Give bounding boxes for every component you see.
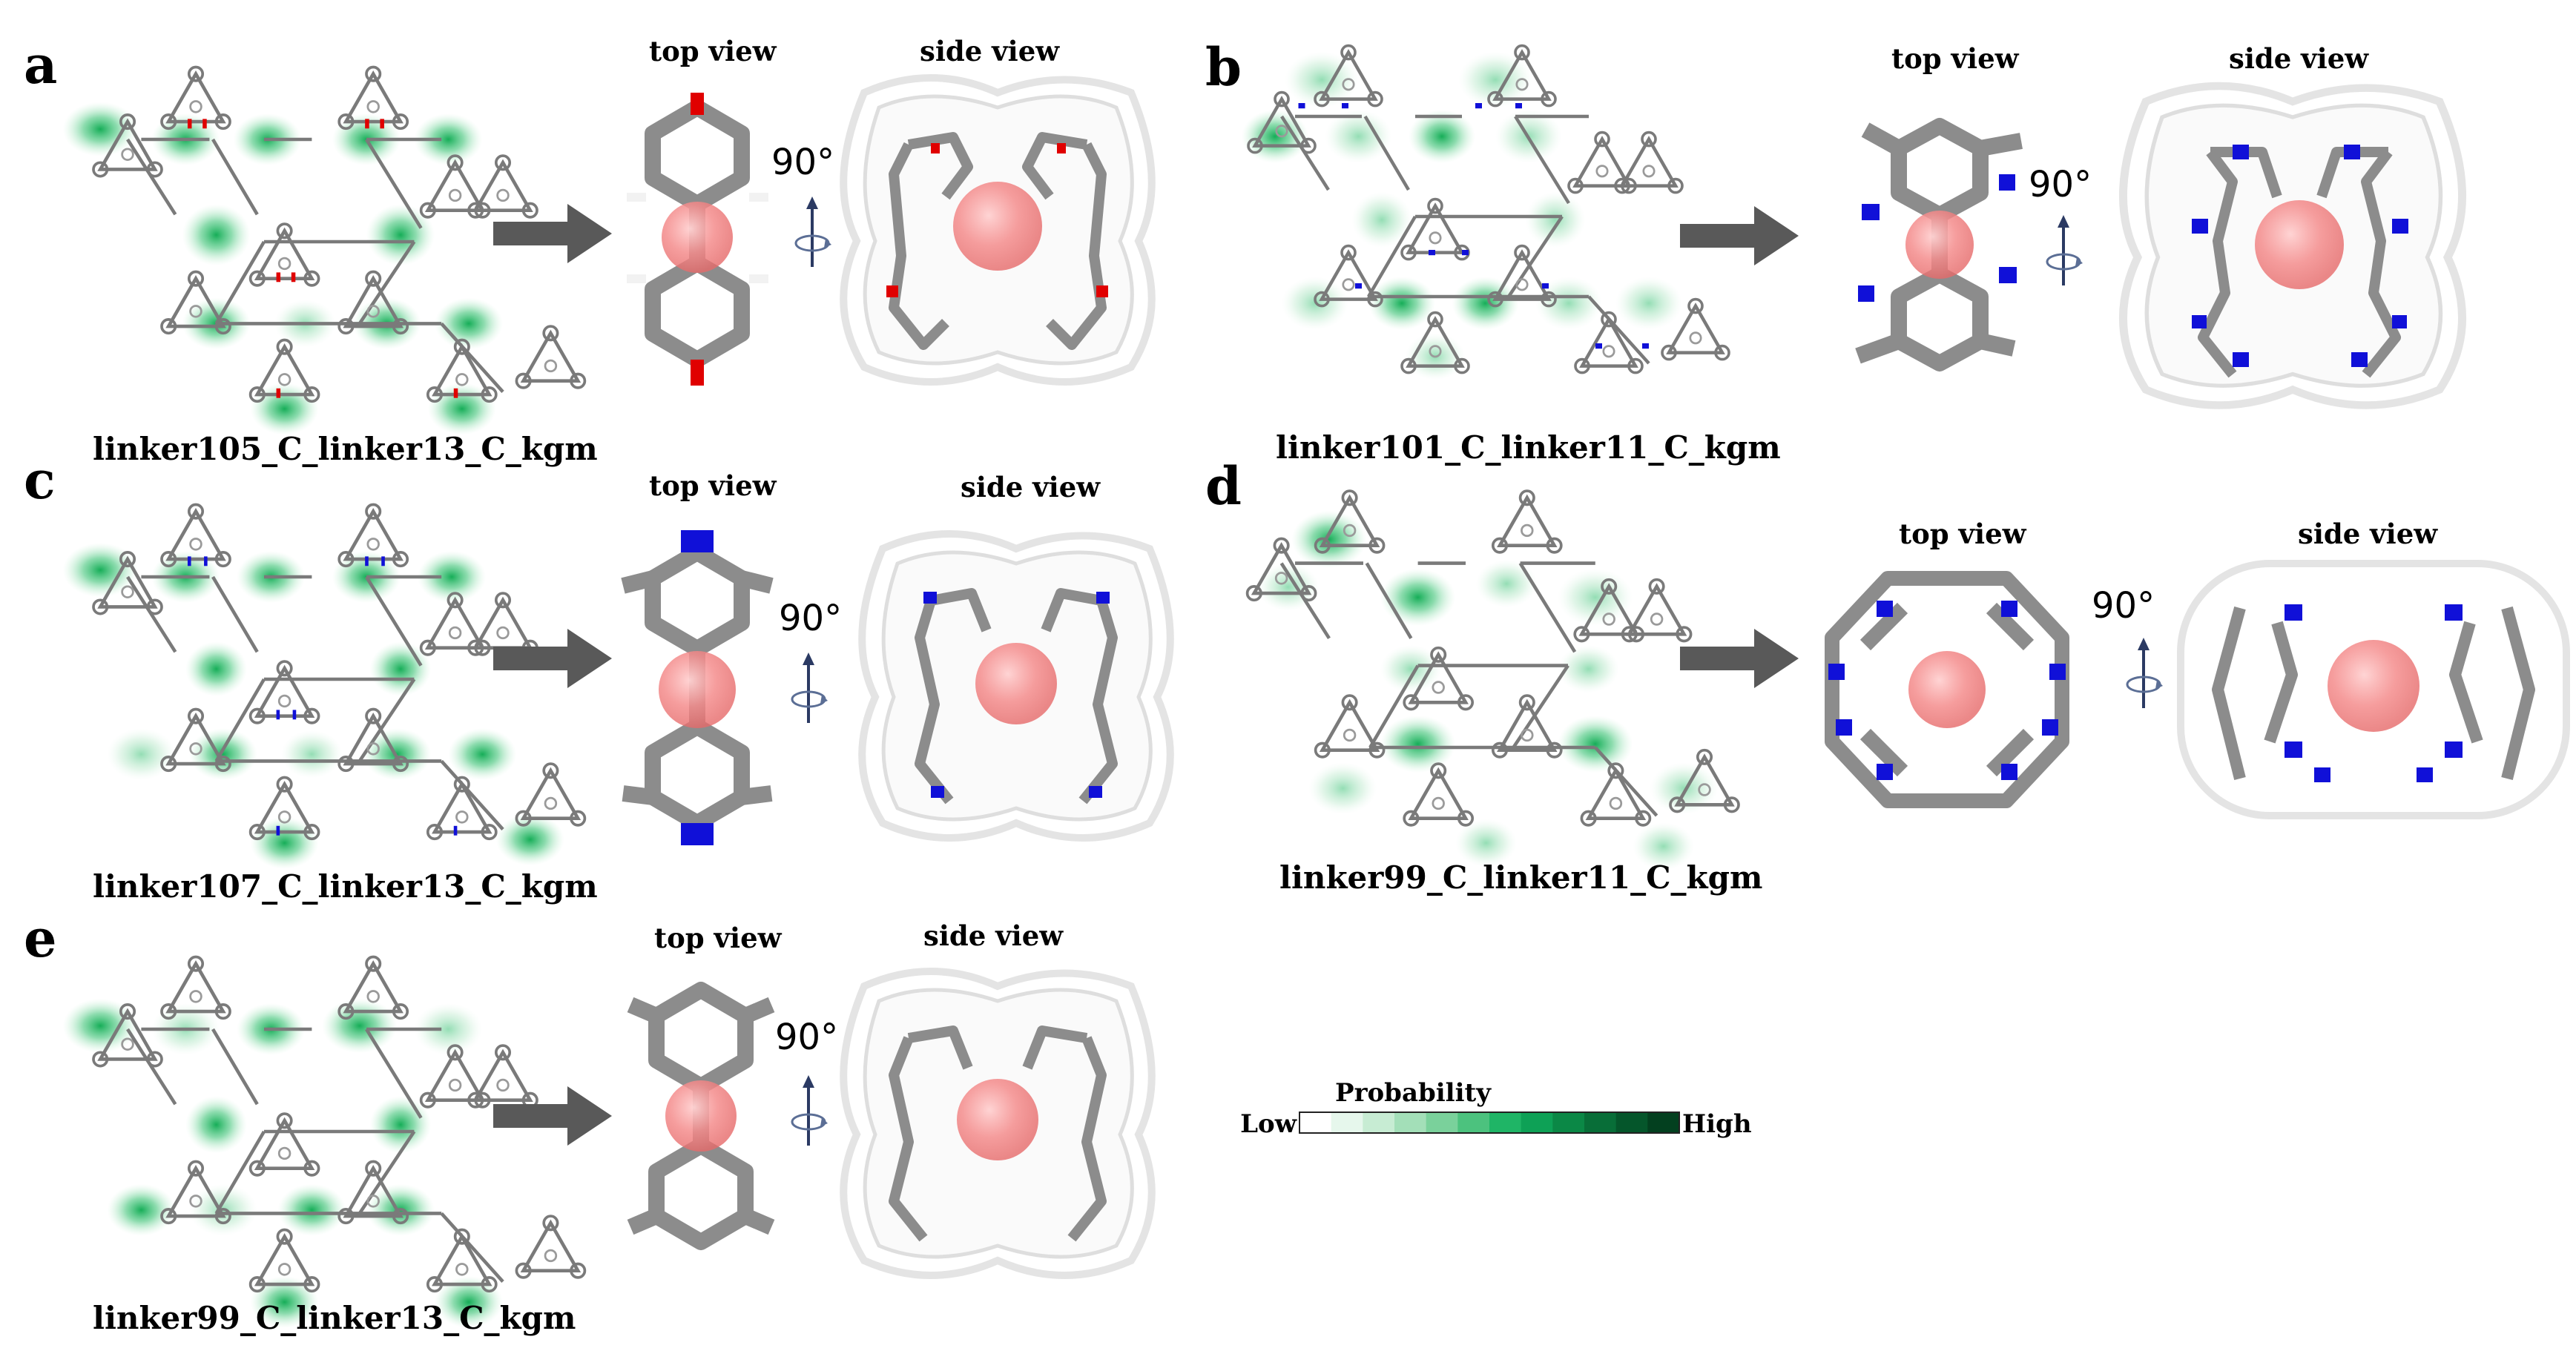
panel-d-angle: 90° (2092, 585, 2155, 627)
panel-c-name: linker107_C_linker13_C_kgm (93, 868, 598, 905)
panel-c-side-view-label: side view (961, 471, 1101, 503)
legend-swatch (1489, 1112, 1522, 1133)
legend-title: Probability (1335, 1078, 1492, 1108)
panel-b-rotation-icon (2046, 214, 2084, 287)
panel-c-arrow (493, 629, 612, 688)
legend-swatch (1299, 1112, 1332, 1133)
panel-e-rotation-icon (791, 1074, 829, 1147)
panel-a-top-view (627, 93, 768, 386)
panel-e-letter: e (24, 908, 57, 969)
legend-swatch (1521, 1112, 1553, 1133)
probability-legend: Probability Low High (1240, 1078, 1751, 1139)
legend-swatch (1457, 1112, 1490, 1133)
legend-swatch (1394, 1112, 1427, 1133)
panel-e-top-view (627, 982, 775, 1250)
panel-e-arrow (493, 1086, 612, 1146)
panel-b-letter: b (1205, 36, 1242, 98)
panel-c-rotation-icon (791, 651, 829, 724)
panel-c-nitrogen-marks (187, 556, 458, 836)
panel-d-top-view-label: top view (1899, 518, 2027, 550)
panel-d-letter: d (1205, 455, 1242, 517)
panel-a-framework (62, 67, 585, 435)
panel-b-name: linker101_C_linker11_C_kgm (1276, 429, 1781, 466)
panel-a-side-view (843, 78, 1152, 382)
panel-d-rotation-icon (2126, 636, 2164, 710)
panel-e-top-view-label: top view (654, 922, 783, 954)
panel-b-nitrogen-marks (1298, 103, 1649, 349)
panel-c-angle: 90° (779, 598, 842, 639)
panel-d-hotspots (1257, 510, 1719, 871)
legend-swatch (1584, 1112, 1617, 1133)
panel-b-angle: 90° (2029, 164, 2092, 205)
legend-swatch (1363, 1112, 1395, 1133)
panel-b-side-view-label: side view (2229, 42, 2369, 75)
panel-d-side-view (2177, 560, 2570, 819)
panel-e-framework (62, 957, 585, 1328)
legend-high-label: High (1682, 1109, 1752, 1139)
panel-d: d top view side view (1205, 455, 2570, 896)
panel-a-letter: a (24, 34, 57, 96)
panel-b-arrow (1680, 206, 1799, 265)
panel-e-side-view-label: side view (923, 919, 1064, 952)
panel-e-side-view (843, 971, 1152, 1275)
legend-swatch (1426, 1112, 1458, 1133)
panel-c-framework (62, 504, 585, 869)
panel-c-top-view (621, 530, 774, 845)
panel-e-hotspots (62, 998, 503, 1328)
panel-c-letter: c (24, 449, 56, 511)
panel-d-top-view (1825, 571, 2069, 808)
panel-e-name: linker99_C_linker13_C_kgm (93, 1300, 576, 1336)
panel-b-framework (1242, 46, 1729, 380)
panel-b-top-view (1855, 118, 2023, 371)
legend-swatch (1615, 1112, 1648, 1133)
panel-a-top-view-label: top view (649, 35, 777, 67)
panel-b: b (1205, 36, 2463, 466)
panel-b-top-view-label: top view (1891, 42, 2020, 75)
panel-a-name: linker105_C_linker13_C_kgm (93, 431, 598, 467)
panel-a-side-view-label: side view (920, 35, 1060, 67)
panel-e: e top view side view (24, 908, 1152, 1336)
legend-swatch (1647, 1112, 1680, 1133)
panel-d-arrow (1680, 629, 1799, 688)
panel-c: c (24, 449, 1170, 905)
panel-b-side-view (2123, 86, 2462, 406)
panel-a-angle: 90° (771, 142, 834, 183)
panel-c-side-view (862, 534, 1170, 838)
panel-a-rotation-icon (794, 195, 833, 268)
panel-d-name: linker99_C_linker11_C_kgm (1279, 859, 1762, 896)
panel-e-angle: 90° (775, 1017, 838, 1058)
legend-border (1299, 1111, 1680, 1134)
panel-d-framework (1248, 491, 1739, 871)
panel-d-side-view-label: side view (2298, 518, 2438, 550)
panel-a-oxygen-marks (187, 119, 458, 398)
legend-swatch (1331, 1112, 1363, 1133)
panel-c-top-view-label: top view (649, 469, 777, 502)
legend-ticks (1299, 1111, 1680, 1134)
panel-a: a (24, 34, 1152, 467)
panel-a-arrow (493, 204, 612, 263)
legend-swatch (1552, 1112, 1585, 1133)
legend-low-label: Low (1240, 1109, 1297, 1139)
